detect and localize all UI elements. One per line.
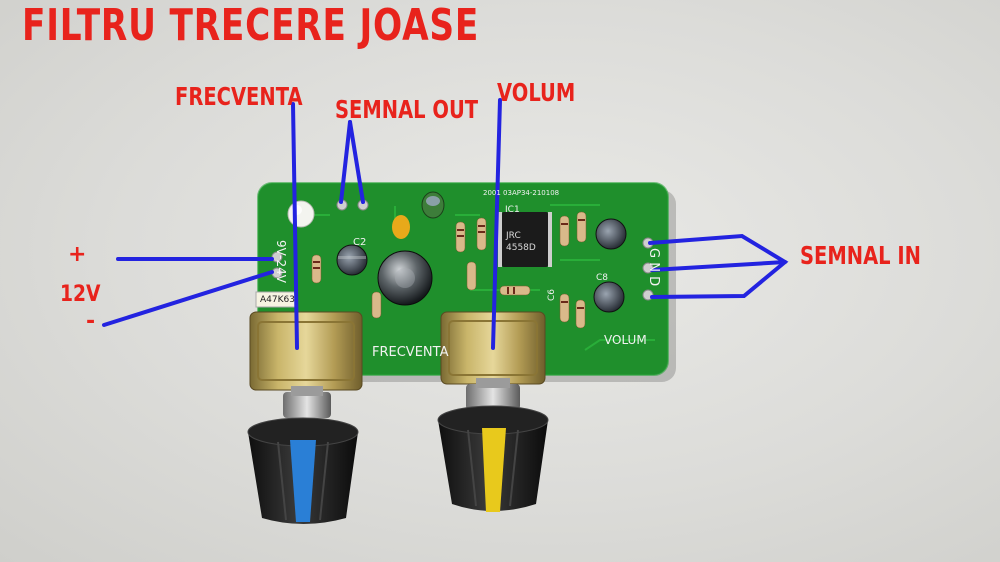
silk-voltage-range: 9V-24V xyxy=(274,240,288,283)
silk-c6: C6 xyxy=(547,288,557,301)
label-volum: VOLUM xyxy=(497,78,576,107)
label-voltage: 12V xyxy=(60,282,101,307)
chip-part: 4558D xyxy=(506,243,536,253)
cap-big xyxy=(377,250,433,306)
silk-volum: VOLUM xyxy=(604,333,647,347)
ic-chip xyxy=(502,212,548,267)
page-title: FILTRU TRECERE JOASE xyxy=(22,0,480,51)
cap-c8 xyxy=(593,281,625,313)
chip-brand: JRC xyxy=(506,231,521,241)
power-pads xyxy=(271,251,283,279)
silk-c2: C2 xyxy=(353,237,367,248)
silk-gnd: G N D xyxy=(646,248,661,287)
tantalum-cap xyxy=(392,215,410,239)
cap-c2 xyxy=(336,244,368,276)
label-semnal-in: SEMNAL IN xyxy=(800,241,921,270)
label-semnal-out: SEMNAL OUT xyxy=(335,95,479,124)
silk-board-code: 2001 03AP34-210108 xyxy=(483,189,560,197)
resistor-bands xyxy=(313,219,585,309)
output-pads xyxy=(336,199,369,211)
silk-c8: C8 xyxy=(596,273,609,283)
annotation-lines xyxy=(102,98,789,350)
label-frecventa: FRECVENTA xyxy=(175,82,303,111)
pot-frecventa xyxy=(249,311,363,418)
label-minus: - xyxy=(86,309,96,334)
led xyxy=(287,200,315,228)
pot-code: A47K63 xyxy=(260,295,295,305)
cap-c7 xyxy=(595,218,627,250)
silk-ic1: IC1 xyxy=(505,205,520,215)
label-plus: + xyxy=(68,242,87,267)
knob-frecventa xyxy=(247,417,359,524)
silk-frecventa: FRECVENTA xyxy=(372,345,449,360)
knob-volum xyxy=(437,405,549,512)
